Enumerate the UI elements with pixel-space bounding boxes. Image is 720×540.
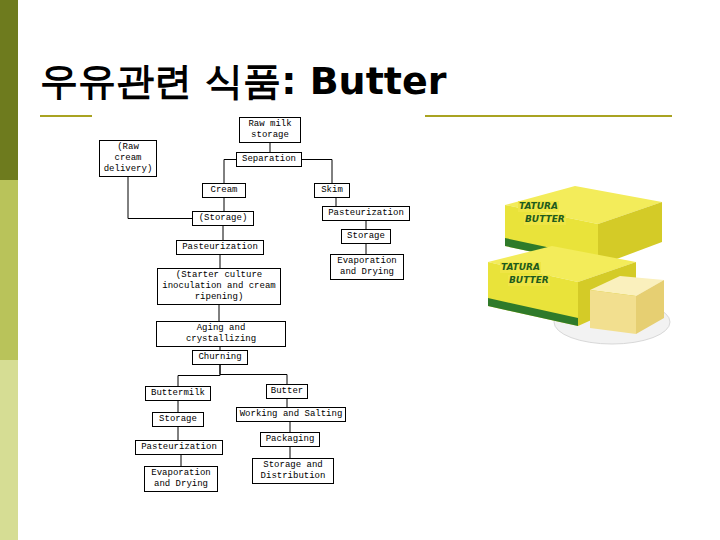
flow-line-path (224, 198, 225, 211)
process-label: Pasteurization (325, 208, 407, 219)
process-label: Cream (205, 185, 243, 196)
flow-line (224, 160, 236, 184)
flow-line-path (220, 365, 287, 384)
butter-photo (468, 155, 670, 358)
flow-line-path (336, 198, 337, 206)
process-label: Evaporation and Drying (147, 468, 215, 490)
process-label: Pasteurization (138, 442, 220, 453)
process-box: Aging and crystallizing (156, 321, 286, 347)
process-box: Pasteurization (176, 240, 264, 255)
flow-line (128, 177, 192, 219)
flow-line-path (178, 365, 220, 386)
butter-pack (488, 262, 578, 326)
flow-line-path (223, 226, 224, 240)
process-label: Butter (269, 386, 305, 397)
brand-label: BUTTER (524, 214, 566, 225)
process-box: Packaging (260, 432, 320, 447)
process-box: Storage (341, 229, 391, 244)
flow-line (290, 422, 291, 432)
flow-line-path (287, 399, 288, 407)
process-box: Storage and Distribution (252, 458, 334, 484)
process-label: Storage and Distribution (255, 460, 331, 482)
flow-line-path (302, 160, 332, 184)
process-box: Buttermilk (145, 386, 211, 401)
flow-line (287, 399, 288, 407)
process-label: Evaporation and Drying (333, 256, 401, 278)
butter-cube (590, 290, 636, 334)
process-label: Storage (344, 231, 388, 242)
flow-line (224, 198, 225, 211)
flow-line (366, 244, 367, 254)
brand-label: TATURA (500, 262, 541, 273)
process-label: Raw milk storage (242, 119, 298, 141)
flow-line-path (366, 221, 367, 229)
flow-line (181, 455, 182, 466)
process-box: (Raw cream delivery) (99, 140, 157, 177)
flow-line (220, 255, 221, 268)
process-label: Working and Salting (239, 409, 343, 420)
flow-line (219, 305, 220, 321)
flow-line-path (270, 143, 271, 152)
brand-label: TATURA (518, 201, 559, 212)
process-label: Aging and crystallizing (159, 323, 283, 345)
flow-line-path (128, 177, 192, 219)
process-label: Storage (155, 414, 201, 425)
process-box: Churning (192, 350, 248, 365)
process-box: Pasteurization (322, 206, 410, 221)
flow-line-path (181, 455, 182, 466)
process-box: (Starter culture inoculation and cream r… (157, 268, 281, 305)
title-rule (425, 115, 672, 117)
flow-line (336, 198, 337, 206)
flow-line (302, 160, 332, 184)
butter-cube (636, 280, 664, 334)
process-box: Cream (202, 183, 246, 198)
flow-line-path (219, 305, 220, 321)
process-label: (Starter culture inoculation and cream r… (160, 270, 278, 303)
flow-line-path (220, 255, 221, 268)
flow-line (178, 401, 179, 412)
flow-line-path (366, 244, 367, 254)
process-label: Packaging (263, 434, 317, 445)
process-label: Buttermilk (148, 388, 208, 399)
side-bar (0, 360, 18, 540)
title-rule (40, 115, 92, 117)
flow-line-path (178, 401, 179, 412)
process-box: Storage (152, 412, 204, 427)
process-box: Separation (236, 152, 302, 167)
brand-label: BUTTER (508, 275, 550, 286)
photo-ground (468, 155, 670, 358)
process-label: (Storage) (195, 213, 251, 224)
process-box: Pasteurization (135, 440, 223, 455)
butter-pack (598, 202, 662, 266)
process-box: Evaporation and Drying (144, 466, 218, 492)
process-box: Butter (266, 384, 308, 399)
flow-line (290, 447, 291, 458)
process-box: Skim (314, 183, 350, 198)
process-label: Separation (239, 154, 299, 165)
flow-line (223, 226, 224, 240)
process-box: Raw milk storage (239, 117, 301, 143)
slide-title: 우유관련 식품: Butter (40, 56, 447, 107)
process-box: Working and Salting (236, 407, 346, 422)
pack-band (488, 298, 578, 326)
process-box: (Storage) (192, 211, 254, 226)
process-box: Evaporation and Drying (330, 254, 404, 280)
flow-line-path (224, 160, 236, 184)
process-label: Pasteurization (179, 242, 261, 253)
flow-line-path (290, 422, 291, 432)
flow-line (270, 143, 271, 152)
flow-line (220, 365, 287, 384)
process-label: Churning (195, 352, 245, 363)
flow-line (178, 365, 220, 386)
flow-line-path (290, 447, 291, 458)
process-label: Skim (317, 185, 347, 196)
process-label: (Raw cream delivery) (102, 142, 154, 175)
side-bar (0, 0, 18, 180)
side-bar (0, 180, 18, 360)
flow-line (178, 427, 179, 440)
flow-line-path (178, 427, 179, 440)
flow-line (366, 221, 367, 229)
